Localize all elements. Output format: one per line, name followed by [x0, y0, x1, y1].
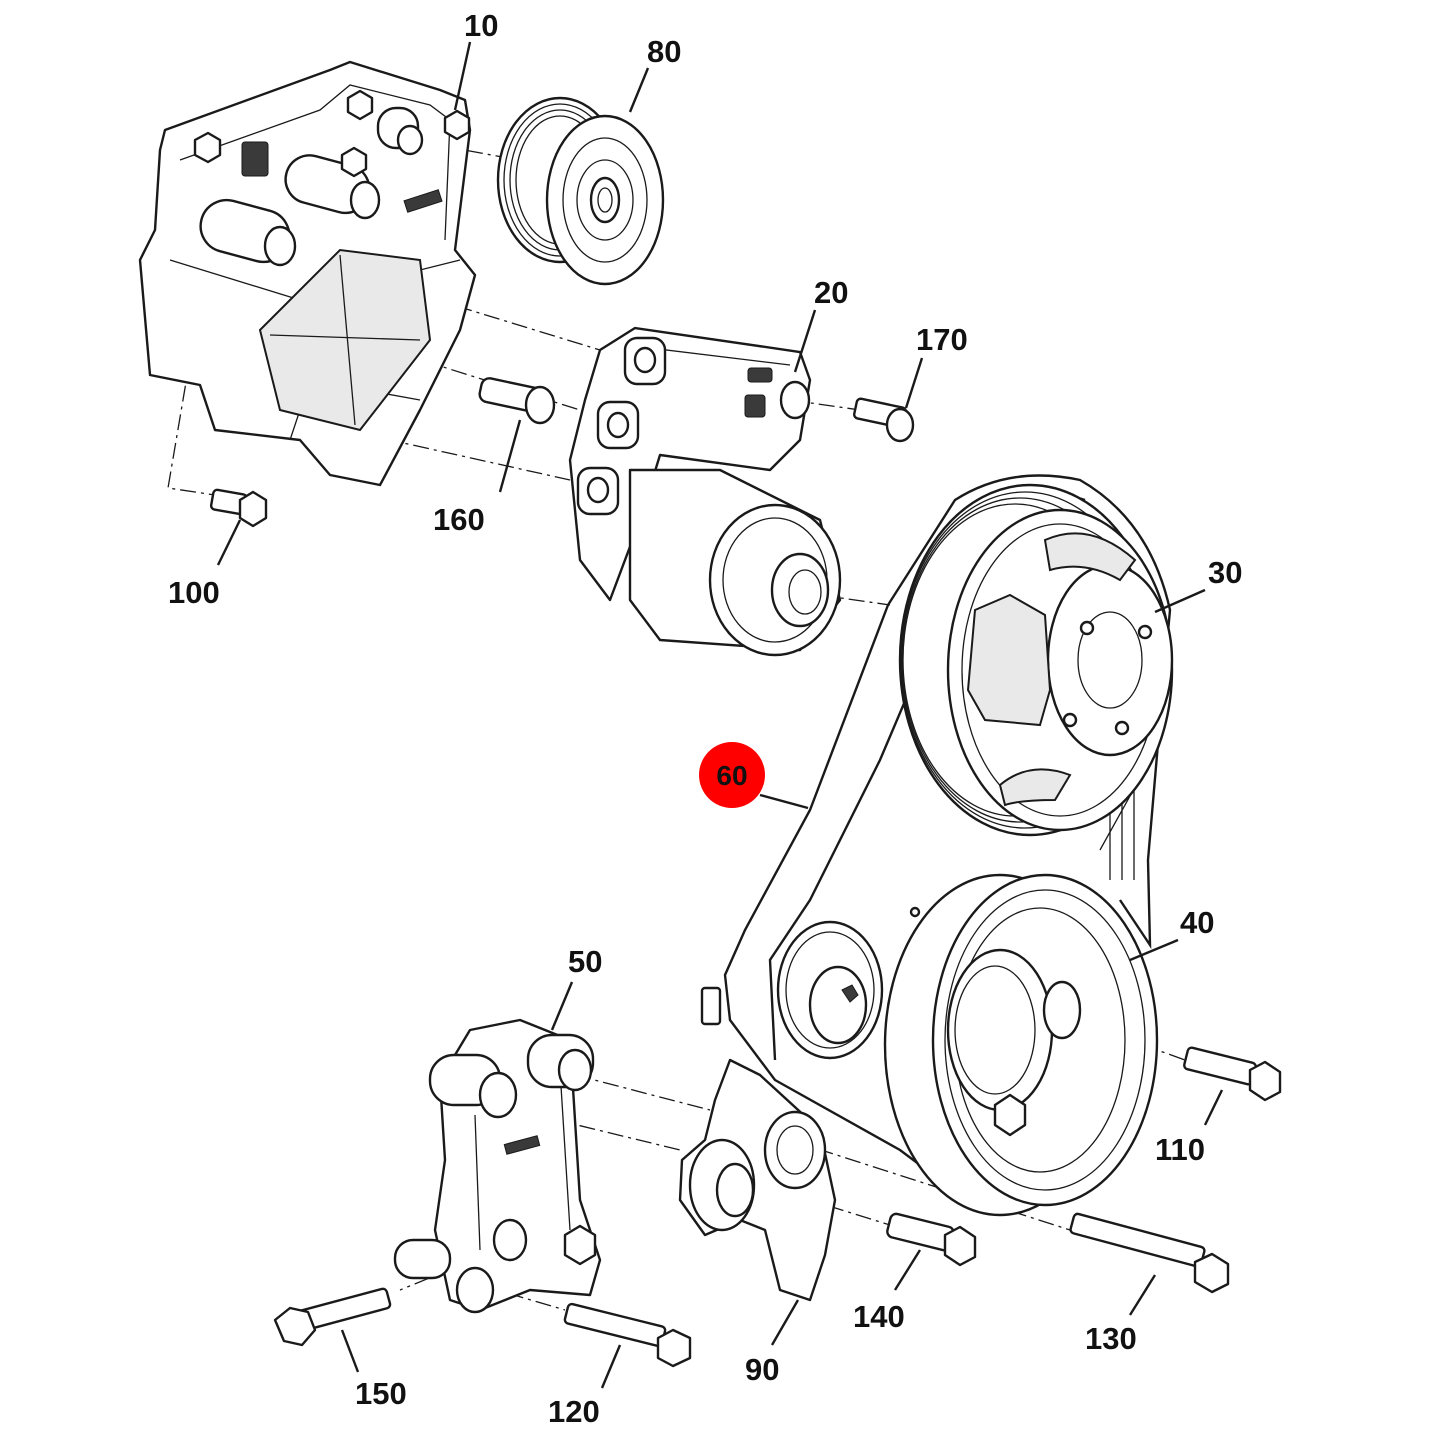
tensioner-arm-90	[678, 986, 837, 1302]
bolt-130	[1069, 1212, 1230, 1294]
callout-50: 50	[568, 944, 602, 979]
tensioner-pulley	[776, 920, 884, 1060]
leader-lines	[216, 41, 1224, 1389]
bolt-120	[563, 1302, 692, 1368]
callout-30: 30	[1208, 555, 1242, 590]
callout-110: 110	[1155, 1132, 1205, 1167]
callout-140: 140	[853, 1299, 905, 1334]
bolt-100	[209, 488, 268, 528]
callout-60: 60	[716, 760, 747, 791]
callout-130: 130	[1085, 1321, 1137, 1356]
callout-90: 90	[745, 1352, 779, 1387]
bolt-110	[1183, 1046, 1282, 1102]
callout-10: 10	[464, 8, 498, 43]
bracket-50	[393, 1018, 602, 1314]
callout-150: 150	[355, 1376, 407, 1411]
callout-120: 120	[548, 1394, 600, 1429]
callout-80: 80	[647, 34, 681, 69]
idler-pulley-80	[496, 96, 665, 286]
crank-pulley-30	[898, 483, 1174, 837]
bolt-170	[853, 397, 915, 443]
highlight-marker	[699, 742, 765, 808]
callout-170: 170	[916, 322, 968, 357]
callout-40: 40	[1180, 905, 1214, 940]
bolt-160	[478, 377, 556, 425]
callout-160: 160	[433, 502, 485, 537]
callout-20: 20	[814, 275, 848, 310]
highlighted-callout-60[interactable]: 60	[699, 742, 765, 808]
bolt-140	[886, 1212, 977, 1267]
callout-100: 100	[168, 575, 220, 610]
accessory-unit-20	[568, 326, 842, 657]
bracket-10	[138, 60, 477, 487]
pulley-40	[883, 873, 1159, 1217]
callout-labels: 10 80 20 170 160 100 30 40 50 110 140 13…	[168, 8, 1242, 1429]
bolt-150	[273, 1287, 392, 1347]
